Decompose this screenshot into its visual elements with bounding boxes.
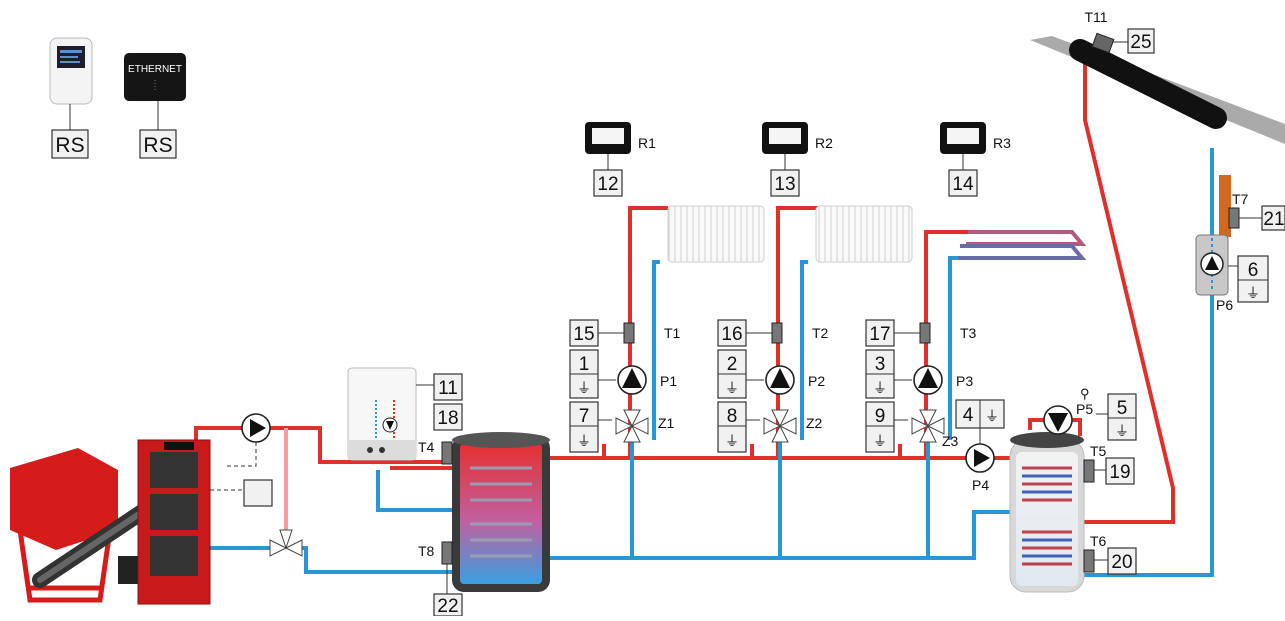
z1-label: Z1 xyxy=(658,415,675,431)
r3-label: R3 xyxy=(993,135,1011,151)
hot-water-tank xyxy=(1009,432,1085,593)
room-thermostat-r2 xyxy=(762,122,808,197)
number-18: 18 xyxy=(437,408,458,429)
ground-icon: ⏚ xyxy=(577,380,591,396)
t7-label: T7 xyxy=(1232,191,1249,207)
ground-icon: ⏚ xyxy=(725,380,739,396)
number-6: 6 xyxy=(1248,260,1259,281)
number-14: 14 xyxy=(952,174,974,195)
number-7: 7 xyxy=(579,406,590,427)
controller-device xyxy=(49,37,93,130)
r1-label: R1 xyxy=(638,135,656,151)
circuit-2-controls xyxy=(717,319,797,453)
floor-heating-coil xyxy=(958,230,1087,260)
number-2: 2 xyxy=(727,354,738,375)
number-3: 3 xyxy=(875,354,886,375)
t8-sensor xyxy=(441,541,453,565)
t6-label: T6 xyxy=(1090,533,1107,549)
z2-label: Z2 xyxy=(806,415,823,431)
ground-icon: ⏚ xyxy=(577,433,591,449)
number-21: 21 xyxy=(1263,209,1284,230)
circuit-3-controls xyxy=(865,319,945,453)
p1-label: P1 xyxy=(660,373,677,389)
t5-sensor xyxy=(1083,459,1095,483)
pump-p5: ⚲ xyxy=(1028,386,1137,441)
boiler-pump xyxy=(224,413,271,467)
radiator-2 xyxy=(815,205,913,263)
t11-label: T11 xyxy=(1084,9,1107,25)
ground-icon: ⏚ xyxy=(985,408,999,424)
r2-label: R2 xyxy=(815,135,833,151)
ethernet-label: ETHERNET xyxy=(128,64,182,75)
number-5: 5 xyxy=(1117,398,1128,419)
number-1: 1 xyxy=(579,354,590,375)
number-4: 4 xyxy=(963,405,974,426)
number-13: 13 xyxy=(774,174,795,195)
rs-label-left: RS xyxy=(55,134,84,157)
rs-box-right xyxy=(139,129,177,159)
solar-pipe-segment xyxy=(1219,175,1231,237)
radiator-1 xyxy=(667,205,765,263)
p3-label: P3 xyxy=(956,373,973,389)
t2-label: T2 xyxy=(812,325,829,341)
solar-collector xyxy=(1030,28,1285,144)
number-16: 16 xyxy=(721,324,742,345)
t6-sensor xyxy=(1083,549,1095,573)
number-11: 11 xyxy=(438,378,458,399)
p5-label: P5 xyxy=(1076,401,1093,417)
ground-icon: ⏚ xyxy=(873,380,887,396)
t7-sensor xyxy=(1228,207,1240,229)
wall-boiler xyxy=(347,367,434,461)
p2-label: P2 xyxy=(808,373,825,389)
number-17: 17 xyxy=(869,324,890,345)
number-9: 9 xyxy=(875,406,886,427)
rs-box-left xyxy=(51,129,89,159)
number-22: 22 xyxy=(437,596,458,616)
t1-label: T1 xyxy=(664,325,681,341)
rs-label-right: RS xyxy=(143,134,172,157)
t4-label: T4 xyxy=(418,439,435,455)
ethernet-module: ETHERNET xyxy=(124,53,186,130)
circuit-1-controls xyxy=(569,319,649,453)
p6-label: P6 xyxy=(1216,297,1233,313)
number-25: 25 xyxy=(1130,32,1151,53)
room-thermostat-r3 xyxy=(940,122,986,197)
pump-p4 xyxy=(955,399,1005,473)
number-15: 15 xyxy=(573,324,594,345)
ground-icon: ⏚ xyxy=(725,433,739,449)
tap-icon: ⚲ xyxy=(1080,386,1090,401)
p4-label: P4 xyxy=(972,477,989,493)
number-12: 12 xyxy=(597,174,618,195)
ground-icon: ⏚ xyxy=(1246,285,1260,301)
z3-label: Z3 xyxy=(942,433,959,449)
ground-icon: ⏚ xyxy=(1115,423,1129,439)
t5-label: T5 xyxy=(1090,443,1107,459)
buffer-tank xyxy=(452,432,550,592)
room-thermostat-r1 xyxy=(585,122,631,197)
return-valve xyxy=(269,529,303,557)
number-8: 8 xyxy=(727,406,738,427)
ground-icon: ⏚ xyxy=(873,433,887,449)
t4-sensor xyxy=(441,441,453,465)
solar-pump-station xyxy=(1195,234,1269,303)
number-19: 19 xyxy=(1109,462,1130,483)
t8-label: T8 xyxy=(418,543,435,559)
pellet-boiler xyxy=(10,439,246,605)
number-20: 20 xyxy=(1111,552,1132,573)
t3-label: T3 xyxy=(960,325,977,341)
